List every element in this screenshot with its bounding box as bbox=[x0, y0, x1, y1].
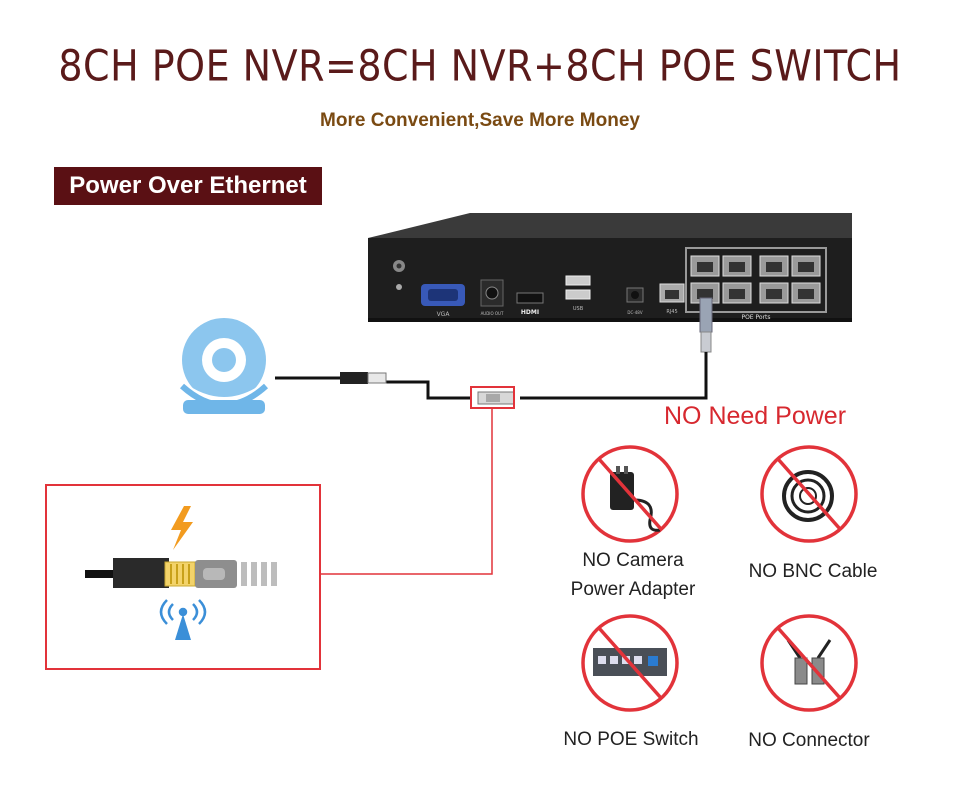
lightning-icon bbox=[171, 506, 193, 550]
no-need-power-label: NO Need Power bbox=[664, 402, 847, 430]
no-adapter-caption-line2: Power Adapter bbox=[570, 579, 696, 600]
usb-label: USB bbox=[573, 306, 584, 312]
vga-port: VGA bbox=[421, 284, 465, 318]
cable-icon bbox=[85, 570, 113, 578]
dc-label: DC-48V bbox=[627, 310, 642, 315]
poe-ports: POE Ports bbox=[685, 247, 827, 321]
antenna-icon bbox=[159, 599, 207, 640]
nvr-cable-plug bbox=[699, 297, 713, 353]
callout-line bbox=[321, 408, 493, 575]
poe-detail-box bbox=[45, 484, 321, 670]
section-label: Power Over Ethernet bbox=[54, 167, 322, 205]
no-poe-switch-caption: NO POE Switch bbox=[563, 729, 699, 750]
cable-nvr bbox=[520, 352, 708, 400]
ip-camera-icon bbox=[176, 318, 272, 414]
dc-port: DC-48V bbox=[626, 287, 644, 315]
no-bnc-cable-icon bbox=[760, 445, 858, 543]
vga-label: VGA bbox=[437, 311, 451, 318]
hdmi-label: HDMI bbox=[521, 309, 539, 316]
page-subtitle: More Convenient,Save More Money bbox=[320, 110, 640, 131]
middle-connector bbox=[477, 391, 515, 405]
no-adapter-caption-line1: NO Camera bbox=[582, 550, 684, 571]
camera-connector bbox=[340, 372, 387, 384]
rj45-label: RJ45 bbox=[666, 309, 677, 315]
no-adapter-icon bbox=[581, 445, 679, 543]
no-connector-icon bbox=[760, 614, 858, 712]
poe-plug-detail bbox=[85, 506, 277, 640]
hdmi-port: HDMI bbox=[516, 292, 544, 316]
page-title: 8CH POE NVR=8CH NVR+8CH POE SWITCH bbox=[58, 41, 902, 91]
no-bnc-caption: NO BNC Cable bbox=[748, 561, 878, 582]
audio-label: AUDIO OUT bbox=[481, 311, 504, 316]
nvr-top bbox=[368, 213, 852, 238]
nvr-device: VGA AUDIO OUT HDMI USB DC-48V RJ bbox=[368, 238, 852, 322]
usb-ports: USB bbox=[565, 275, 591, 312]
rj45-port: RJ45 bbox=[659, 283, 685, 315]
cable-middle bbox=[386, 380, 472, 400]
no-connector-caption: NO Connector bbox=[748, 730, 870, 751]
no-adapter-caption: NO Camera Power Adapter bbox=[548, 546, 718, 604]
audio-port: AUDIO OUT bbox=[480, 279, 504, 316]
no-poe-switch-icon bbox=[581, 614, 679, 712]
poe-ports-label: POE Ports bbox=[741, 314, 770, 321]
